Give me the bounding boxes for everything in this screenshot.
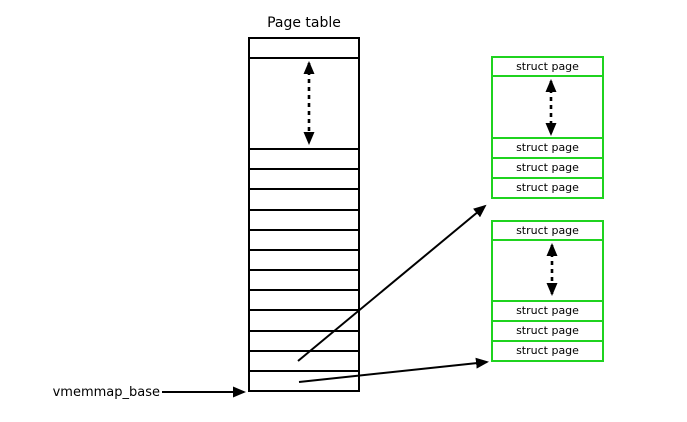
struct-page-cell: struct page [493, 137, 602, 157]
page-table-row [250, 188, 358, 208]
page-table-row [250, 228, 358, 249]
page-table-row [250, 289, 358, 309]
page-table-row [250, 248, 358, 269]
page-table-row [250, 208, 358, 229]
struct-page-cell: struct page [493, 340, 602, 360]
vmemmap-base-label: vmemmap_base [52, 385, 160, 400]
struct-page-cell: struct page [493, 300, 602, 320]
page-table-row [250, 168, 358, 188]
struct-page-cell: struct page [493, 157, 602, 177]
page-table-row [250, 329, 358, 350]
struct-page-cell: struct page [493, 177, 602, 197]
struct-page-cell: struct page [493, 320, 602, 340]
struct-page-ellipsis-cell [493, 241, 602, 300]
page-table-row [250, 148, 358, 168]
struct-page-cell: struct page [493, 222, 602, 241]
struct-page-group-bottom: struct page struct page struct page stru… [491, 220, 604, 362]
struct-page-ellipsis-cell [493, 77, 602, 137]
page-table-row [250, 349, 358, 370]
struct-page-group-top: struct page struct page struct page stru… [491, 56, 604, 199]
page-table-row [250, 309, 358, 329]
page-table-row [250, 369, 358, 390]
struct-page-cell: struct page [493, 58, 602, 77]
page-table-title: Page table [267, 15, 341, 31]
page-table [248, 37, 360, 392]
page-table-ellipsis-cell [250, 59, 358, 148]
page-table-header-cell [250, 39, 358, 59]
page-table-row [250, 269, 358, 289]
